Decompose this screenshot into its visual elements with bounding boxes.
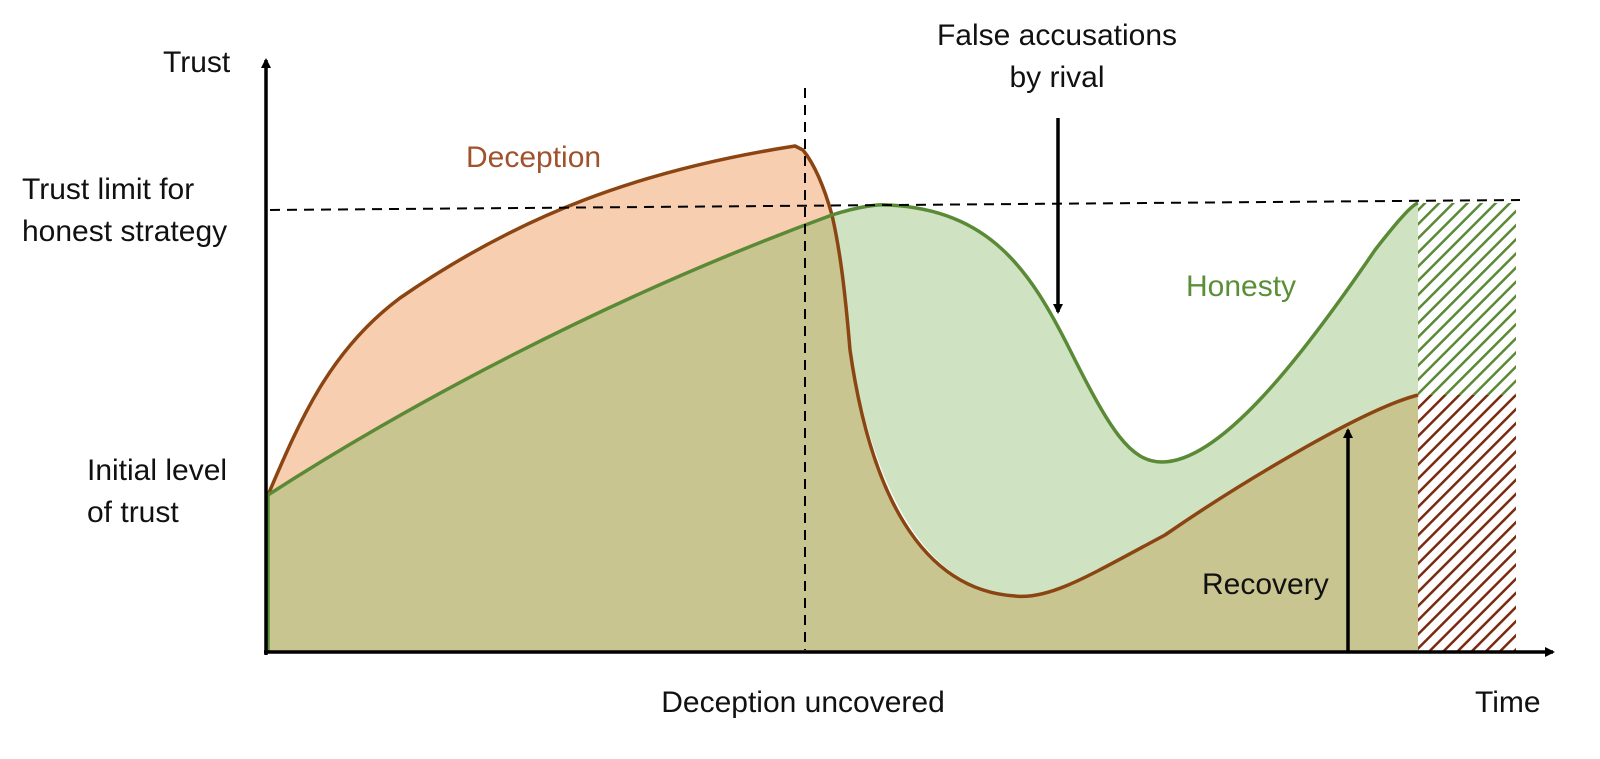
future-honesty-hatch (1418, 203, 1516, 395)
initial-trust-label-line1: Initial level (87, 454, 227, 487)
deception-area (268, 146, 832, 495)
honesty-curve (266, 201, 1419, 652)
overlap-area (268, 215, 1418, 652)
trust-limit-line (269, 199, 1521, 211)
initial-trust-label-line2: of trust (87, 496, 179, 529)
deception-uncovered-label: Deception uncovered (661, 686, 945, 719)
false-accusations-label-line1: False accusations (937, 19, 1177, 52)
deception-curve (266, 144, 1419, 599)
trust-limit-label-line1: Trust limit for (22, 173, 194, 206)
future-deception-hatch (1418, 395, 1516, 652)
trust-limit-label-line2: honest strategy (22, 215, 227, 248)
false-accusations-label-line2: by rival (1009, 61, 1104, 94)
recovery-label: Recovery (1202, 568, 1329, 601)
honesty-label: Honesty (1186, 270, 1296, 303)
x-axis-label: Time (1475, 686, 1541, 719)
y-axis-label: Trust (163, 46, 231, 79)
deception-label: Deception (466, 141, 601, 174)
honesty-area (268, 203, 1418, 597)
